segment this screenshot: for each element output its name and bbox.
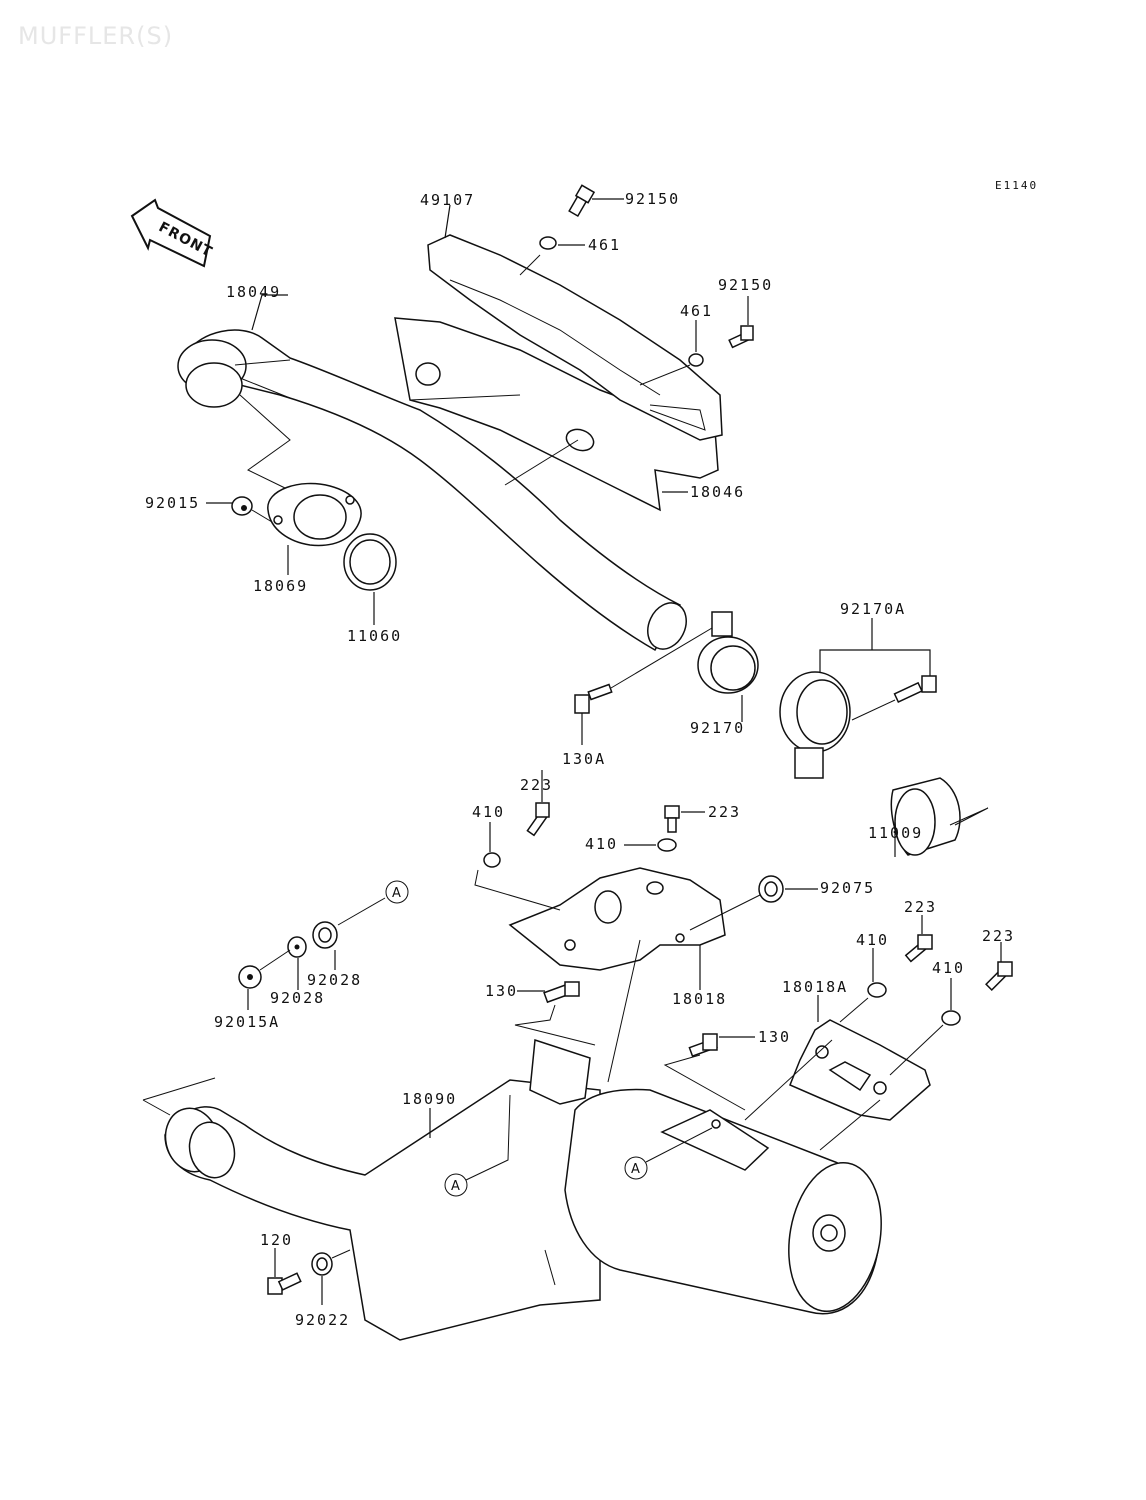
- label-18090: 18090: [402, 1090, 457, 1108]
- label-92015A: 92015A: [214, 1013, 280, 1031]
- label-18069: 18069: [253, 577, 308, 595]
- washer-92022: [311, 1252, 333, 1276]
- label-92150-right: 92150: [718, 276, 773, 294]
- washer-410-c: [867, 982, 887, 998]
- heat-guard-18046: [394, 317, 719, 512]
- bolt-92150-right: [728, 325, 754, 349]
- front-arrow-icon: FRONT: [130, 198, 215, 268]
- washer-410-a: [483, 852, 501, 868]
- grommet-92075: [758, 875, 784, 903]
- bolt-130A: [574, 683, 613, 714]
- label-92028-a: 92028: [307, 971, 362, 989]
- label-410-a: 410: [472, 803, 505, 821]
- bolt-223-a: [526, 802, 550, 837]
- washer-410-b: [657, 838, 677, 852]
- svg-text:A: A: [631, 1162, 640, 1177]
- ref-marker-a-1: A: [385, 880, 409, 904]
- label-18046: 18046: [690, 483, 745, 501]
- bolt-130-b: [688, 1033, 718, 1058]
- exhaust-pipe-18049: [177, 329, 687, 652]
- label-18018: 18018: [672, 990, 727, 1008]
- bolt-92170A: [893, 675, 937, 704]
- svg-text:A: A: [392, 886, 401, 901]
- label-92015: 92015: [145, 494, 200, 512]
- washer-92028-b: [287, 936, 307, 958]
- bolt-223-d: [985, 961, 1013, 991]
- washer-461-right: [688, 353, 704, 367]
- spacer-92028-a: [312, 921, 338, 949]
- diagram-watermark-title: MUFFLER(S): [18, 22, 174, 50]
- bolt-120: [267, 1272, 302, 1295]
- flange-18069: [267, 482, 362, 547]
- nut-92015A: [238, 965, 262, 989]
- label-130-a: 130: [485, 982, 518, 1000]
- bolt-130-a: [543, 981, 580, 1004]
- label-92170A: 92170A: [840, 600, 906, 618]
- label-410-b: 410: [585, 835, 618, 853]
- clamp-92170A: [779, 671, 851, 779]
- label-461-right: 461: [680, 302, 713, 320]
- label-18018A: 18018A: [782, 978, 848, 996]
- label-92028-b: 92028: [270, 989, 325, 1007]
- svg-text:A: A: [451, 1179, 460, 1194]
- label-223-a: 223: [520, 776, 553, 794]
- label-92170: 92170: [690, 719, 745, 737]
- label-130-b: 130: [758, 1028, 791, 1046]
- label-92022: 92022: [295, 1311, 350, 1329]
- label-11009: 11009: [868, 824, 923, 842]
- label-130A: 130A: [562, 750, 606, 768]
- washer-461-top: [539, 236, 557, 250]
- label-223-c: 223: [904, 898, 937, 916]
- label-18049: 18049: [226, 283, 281, 301]
- label-92150-top: 92150: [625, 190, 680, 208]
- bolt-223-c: [904, 934, 933, 963]
- guard-cover-49107: [427, 234, 723, 441]
- bracket-18018: [508, 867, 726, 971]
- label-49107: 49107: [420, 191, 475, 209]
- bolt-92150-top: [568, 184, 596, 218]
- label-410-d: 410: [932, 959, 965, 977]
- label-461-top: 461: [588, 236, 621, 254]
- ref-marker-a-2: A: [444, 1173, 468, 1197]
- washer-410-d: [941, 1010, 961, 1026]
- label-223-b: 223: [708, 803, 741, 821]
- bolt-223-b: [664, 805, 680, 833]
- label-120: 120: [260, 1231, 293, 1249]
- ref-marker-a-3: A: [624, 1156, 648, 1180]
- label-11060: 11060: [347, 627, 402, 645]
- clamp-92170: [697, 611, 759, 694]
- muffler-18090: [164, 1038, 882, 1341]
- gasket-11060: [343, 533, 397, 591]
- label-223-d: 223: [982, 927, 1015, 945]
- label-410-c: 410: [856, 931, 889, 949]
- sleeve-11009: [890, 777, 961, 856]
- heat-guard-18018A: [789, 1019, 931, 1121]
- nut-92015: [231, 496, 253, 516]
- label-92075: 92075: [820, 879, 875, 897]
- diagram-code: E1140: [995, 179, 1038, 192]
